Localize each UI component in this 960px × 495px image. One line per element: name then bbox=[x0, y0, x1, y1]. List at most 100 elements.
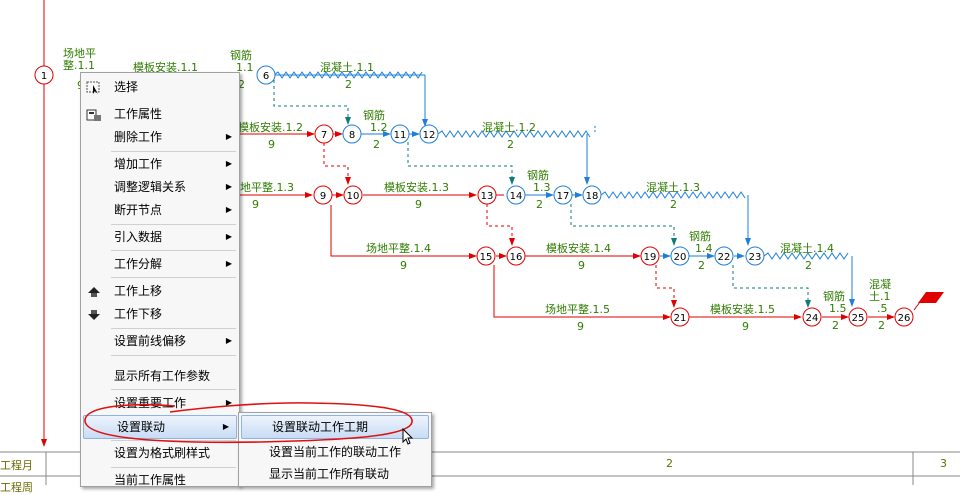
menu-item-delete-task[interactable]: 删除工作▶ bbox=[81, 126, 239, 148]
task-label-t14b: 1.4 bbox=[695, 242, 713, 255]
node-11[interactable]: 11 bbox=[390, 124, 410, 144]
node-17[interactable]: 17 bbox=[553, 185, 573, 205]
menu-item-add-task[interactable]: 增加工作 ▶ bbox=[81, 153, 239, 175]
menu-separator bbox=[111, 328, 236, 329]
svg-text:23: 23 bbox=[749, 252, 762, 263]
menu-label-show-params: 显示所有工作参数 bbox=[114, 369, 211, 383]
task-label-t10: 钢筋 bbox=[527, 168, 549, 182]
node-7[interactable]: 7 bbox=[314, 124, 334, 144]
node-25[interactable]: 25 bbox=[848, 307, 868, 327]
menu-item-set-offset[interactable]: 设置前线偏移▶ bbox=[81, 330, 239, 352]
menu-separator bbox=[111, 250, 236, 251]
svg-text:15: 15 bbox=[480, 252, 493, 263]
svg-text:8: 8 bbox=[349, 130, 355, 141]
move-down-icon bbox=[86, 307, 102, 321]
menu-label-current-props: 当前工作属性 bbox=[114, 473, 187, 487]
svg-text:14: 14 bbox=[510, 191, 523, 202]
menu-label-adjust-logic: 调整逻辑关系 bbox=[114, 180, 187, 194]
task-label-t17: 模板安装.1.5 bbox=[710, 302, 775, 316]
node-10[interactable]: 10 bbox=[343, 185, 363, 205]
menu-item-show-params[interactable]: 显示所有工作参数 bbox=[81, 365, 239, 387]
menu-separator bbox=[111, 467, 236, 468]
task-label-t3d: 2 bbox=[238, 78, 245, 91]
node-16[interactable]: 16 bbox=[506, 246, 526, 266]
node-12[interactable]: 12 bbox=[419, 124, 439, 144]
annotation-highlight-stroke bbox=[84, 402, 413, 444]
node-13[interactable]: 13 bbox=[477, 185, 497, 205]
menu-label-task-props: 工作属性 bbox=[114, 107, 163, 121]
node-24[interactable]: 24 bbox=[802, 307, 822, 327]
task-label-t3b: 1.1 bbox=[236, 61, 254, 74]
menu-item-current-props[interactable]: 当前工作属性 bbox=[81, 469, 239, 491]
node-8[interactable]: 8 bbox=[342, 124, 362, 144]
menu-item-task-props[interactable]: 工作属性 bbox=[81, 103, 239, 125]
task-label-t11d: 2 bbox=[670, 198, 677, 211]
node-26[interactable]: 26 bbox=[894, 307, 914, 327]
submenu-label-show-all: 显示当前工作所有联动 bbox=[269, 467, 390, 481]
node-22[interactable]: 22 bbox=[714, 246, 734, 266]
timeline-month-3: 3 bbox=[940, 457, 947, 470]
timeline-month-label: 工程月 bbox=[0, 459, 33, 472]
node-6[interactable]: 6 bbox=[256, 65, 276, 85]
submenu-item-set-current[interactable]: 设置当前工作的联动工作 bbox=[239, 441, 431, 463]
menu-item-import-data[interactable]: 引入数据▶ bbox=[81, 226, 239, 248]
node-1[interactable]: 1 bbox=[34, 65, 54, 85]
task-label-t11: 混凝土.1.3 bbox=[646, 180, 700, 194]
timeline-week-label: 工程周 bbox=[0, 481, 33, 494]
linkage-submenu: 设置联动工作工期 设置当前工作的联动工作 显示当前工作所有联动 bbox=[238, 412, 432, 487]
menu-item-break-node[interactable]: 断开节点 ▶ bbox=[81, 199, 239, 221]
submenu-item-show-all[interactable]: 显示当前工作所有联动 bbox=[239, 463, 431, 485]
menu-item-task-split[interactable]: 工作分解▶ bbox=[81, 253, 239, 275]
menu-label-add-task: 增加工作 bbox=[114, 157, 163, 171]
task-label-t1b: 整.1.1 bbox=[63, 58, 95, 72]
task-label-t6: 钢筋 bbox=[363, 108, 385, 122]
svg-text:20: 20 bbox=[674, 252, 687, 263]
svg-text:12: 12 bbox=[423, 130, 436, 141]
move-up-icon bbox=[86, 284, 102, 298]
menu-label-break-node: 断开节点 bbox=[114, 203, 163, 217]
node-18[interactable]: 18 bbox=[582, 185, 602, 205]
menu-item-task-down[interactable]: 工作下移 bbox=[81, 303, 239, 325]
timeline-month-2: 2 bbox=[666, 457, 673, 470]
menu-separator bbox=[111, 355, 236, 356]
svg-text:26: 26 bbox=[898, 313, 911, 324]
svg-text:24: 24 bbox=[806, 313, 819, 324]
submenu-arrow-icon: ▶ bbox=[225, 398, 232, 407]
menu-item-task-up[interactable]: 工作上移 bbox=[81, 280, 239, 302]
task-label-t18b: 1.5 bbox=[829, 302, 847, 315]
menu-item-format-brush[interactable]: 设置为格式刷样式 bbox=[81, 442, 239, 464]
submenu-label-set-period: 设置联动工作工期 bbox=[272, 420, 369, 434]
svg-text:18: 18 bbox=[586, 191, 599, 202]
task-label-t19c: .5 bbox=[877, 302, 888, 315]
menu-label-set-important: 设置重要工作 bbox=[114, 396, 187, 410]
task-label-t8: 地平整.1.3 bbox=[240, 180, 294, 194]
submenu-arrow-icon: ▶ bbox=[225, 205, 232, 214]
node-9[interactable]: 9 bbox=[313, 185, 333, 205]
task-label-t19d: 2 bbox=[878, 319, 885, 332]
menu-label-import-data: 引入数据 bbox=[114, 230, 163, 244]
svg-text:17: 17 bbox=[557, 191, 570, 202]
task-label-t19b: 土.1 bbox=[869, 290, 891, 303]
svg-text:7: 7 bbox=[321, 130, 327, 141]
menu-item-adjust-logic[interactable]: 调整逻辑关系▶ bbox=[81, 176, 239, 198]
menu-label-select: 选择 bbox=[114, 80, 139, 94]
node-23[interactable]: 23 bbox=[745, 246, 765, 266]
menu-separator bbox=[111, 151, 236, 152]
node-14[interactable]: 14 bbox=[506, 185, 526, 205]
properties-icon bbox=[86, 107, 102, 121]
node-20[interactable]: 20 bbox=[670, 246, 690, 266]
submenu-arrow-icon: ▶ bbox=[225, 159, 232, 168]
menu-item-select[interactable]: 选择 bbox=[81, 76, 239, 98]
task-label-t13: 模板安装.1.4 bbox=[546, 241, 611, 255]
svg-text:9: 9 bbox=[320, 191, 326, 202]
menu-label-task-up: 工作上移 bbox=[114, 284, 163, 298]
mouse-cursor-icon bbox=[402, 428, 414, 445]
node-15[interactable]: 15 bbox=[476, 246, 496, 266]
menu-separator bbox=[111, 440, 236, 441]
svg-text:10: 10 bbox=[347, 191, 360, 202]
node-21[interactable]: 21 bbox=[670, 307, 690, 327]
task-label-t1: 场地平 bbox=[63, 46, 96, 60]
menu-item-set-important[interactable]: 设置重要工作 ▶ bbox=[81, 392, 239, 414]
node-19[interactable]: 19 bbox=[640, 246, 660, 266]
